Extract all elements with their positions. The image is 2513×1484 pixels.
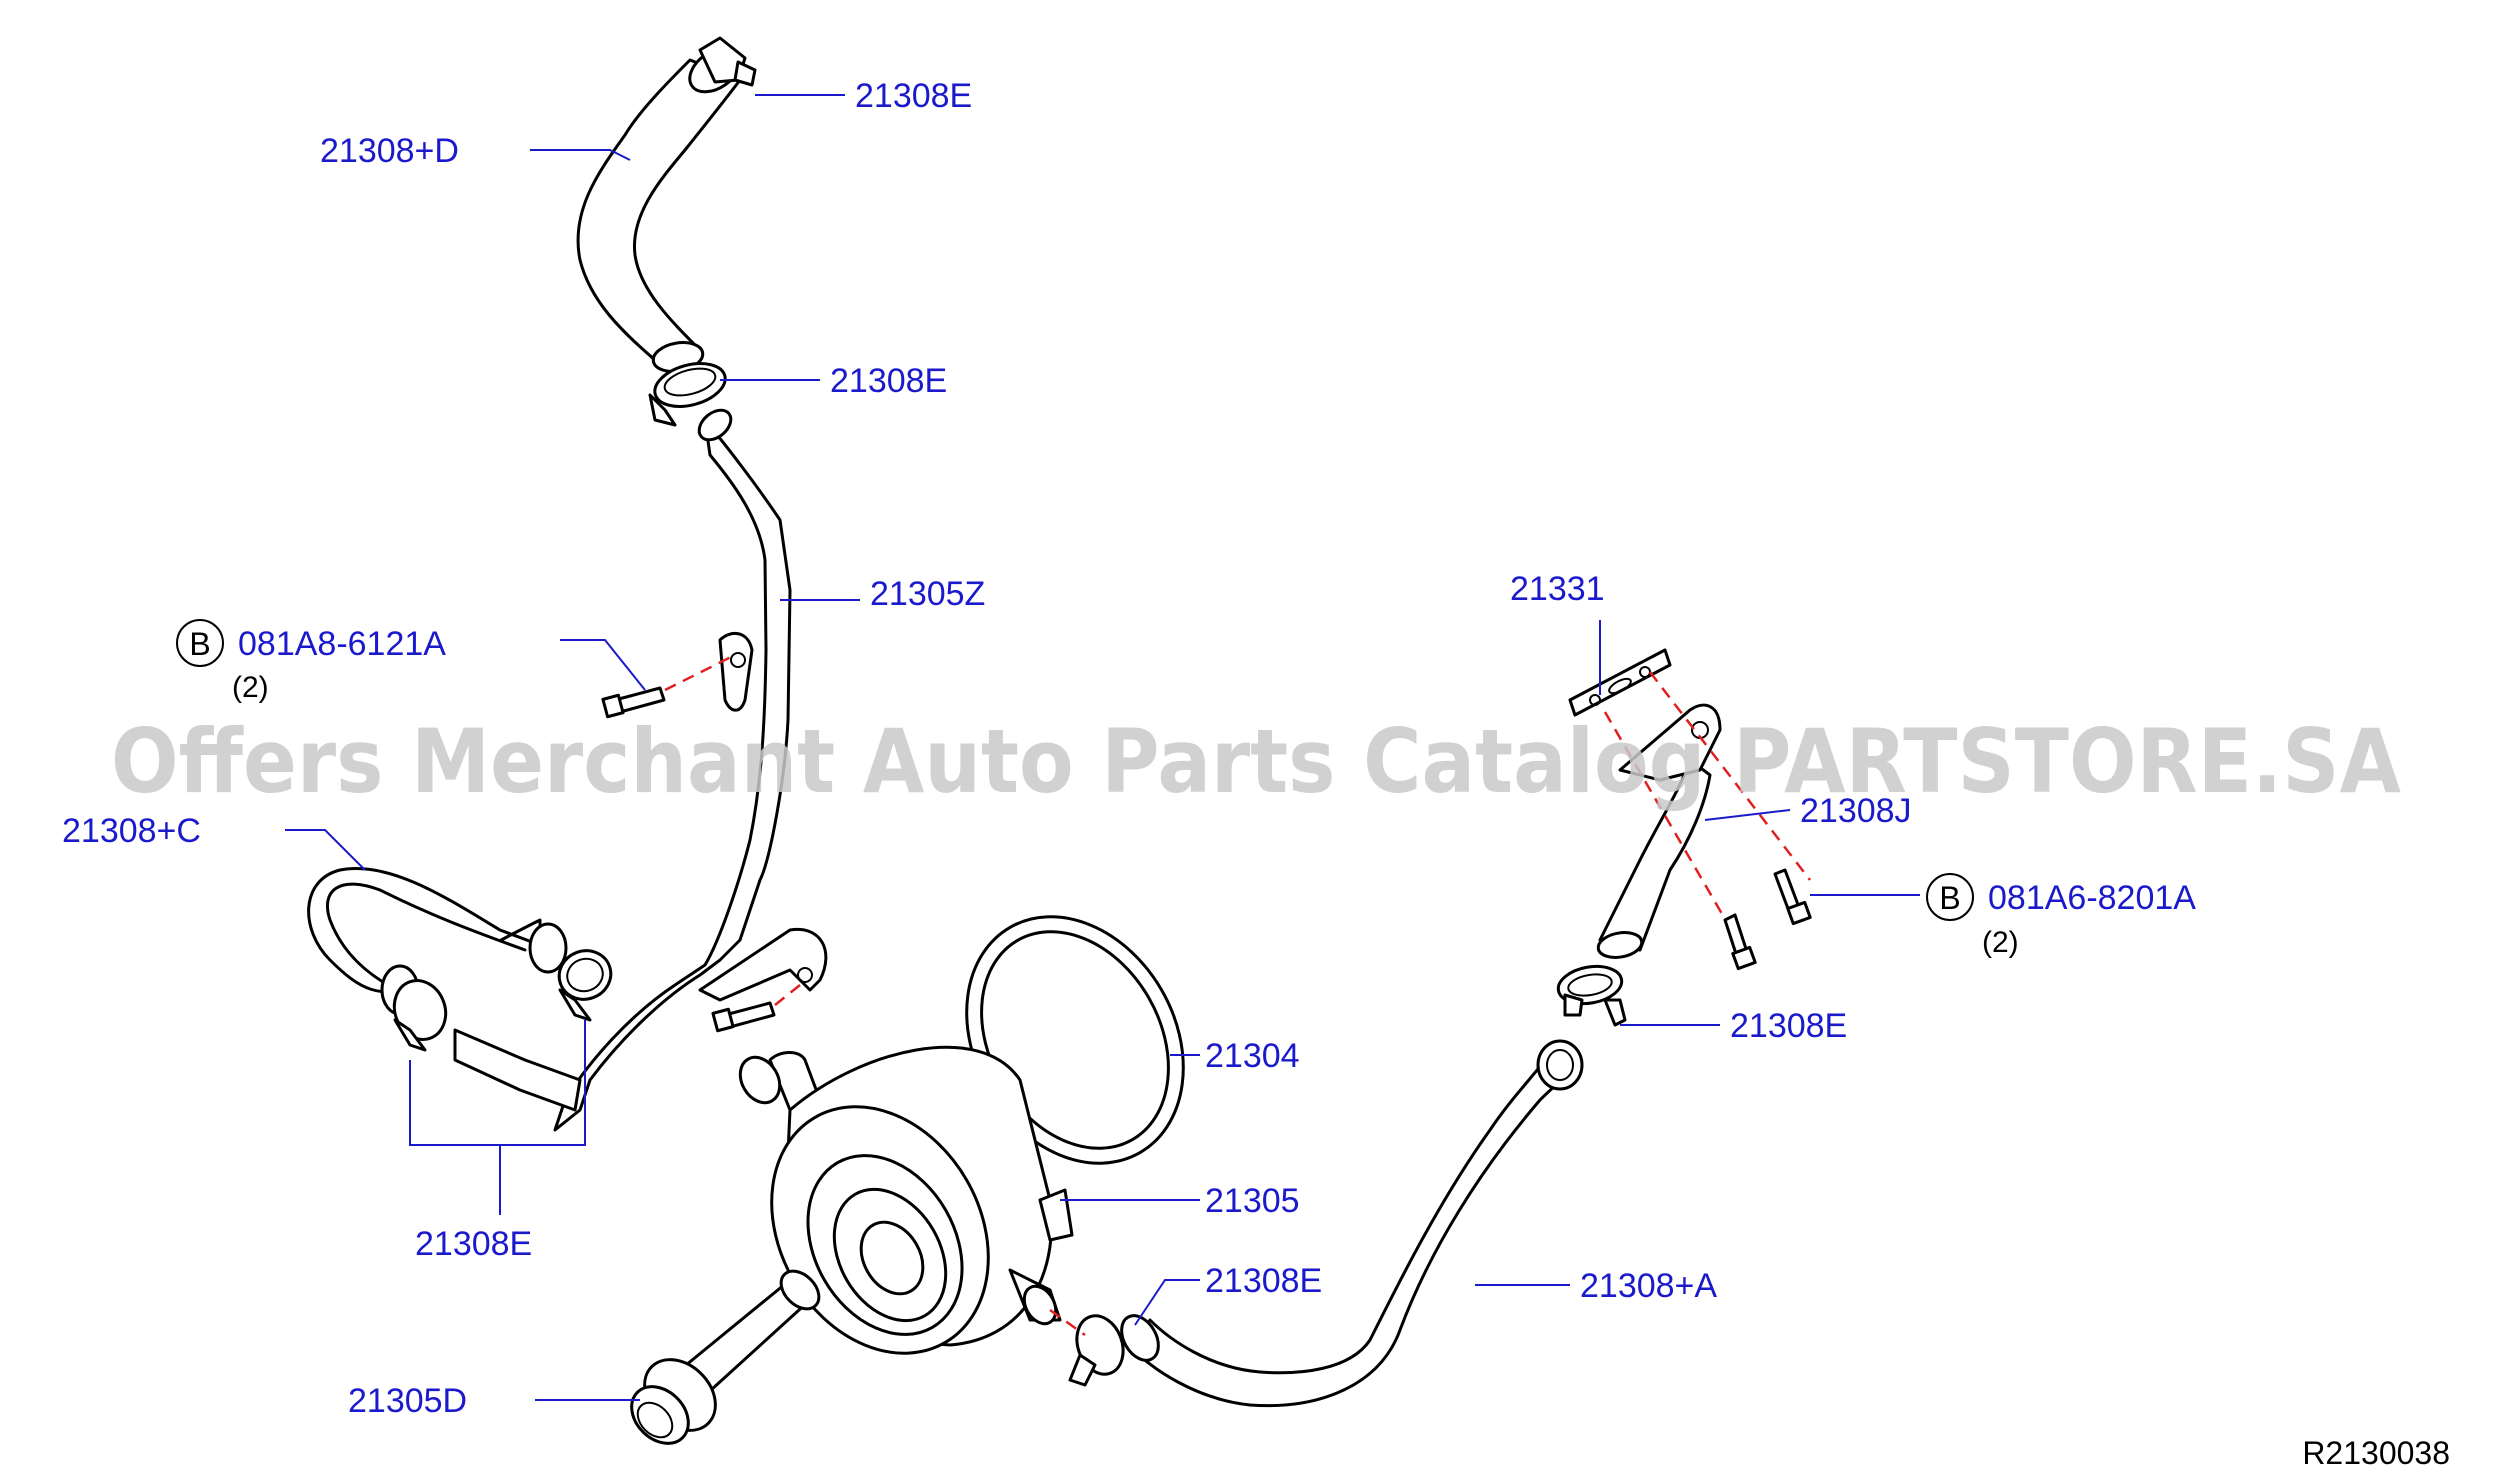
qty-081a8-6121a: (2) — [232, 671, 269, 704]
callout-21308j[interactable]: 21308J — [1800, 792, 1912, 830]
callout-bolt-right-group[interactable]: B 081A6-8201A (2) — [1926, 873, 2196, 959]
callout-21331[interactable]: 21331 — [1510, 570, 1605, 608]
clamp-mid — [648, 362, 727, 427]
bolt-right-2 — [1773, 868, 1812, 926]
callout-bolt-left-group[interactable]: B 081A8-6121A (2) — [176, 619, 446, 704]
callout-21308e-cooler[interactable]: 21308E — [1205, 1262, 1322, 1300]
diagram-reference: R2130038 — [2302, 1435, 2450, 1471]
callout-21308e-top[interactable]: 21308E — [855, 77, 972, 115]
callout-21308-c[interactable]: 21308+C — [62, 812, 201, 850]
leader-lines — [285, 94, 1920, 1401]
bolt-right-1 — [1723, 913, 1757, 971]
pipe-21305z — [553, 408, 828, 1132]
callout-081a8-6121a[interactable]: 081A8-6121A — [238, 625, 446, 663]
badge-b: B — [1939, 880, 1960, 916]
badge-circle — [1926, 873, 1974, 921]
plug-21305d — [630, 1269, 821, 1445]
badge-b: B — [189, 626, 210, 662]
callout-21308-d[interactable]: 21308+D — [320, 132, 459, 170]
clamp-c2 — [557, 949, 613, 1022]
callout-21305z[interactable]: 21305Z — [870, 575, 985, 613]
callout-21308e-left[interactable]: 21308E — [415, 1225, 532, 1263]
bolt-left — [601, 686, 666, 719]
callout-21308e-right[interactable]: 21308E — [1730, 1007, 1847, 1045]
callout-21304[interactable]: 21304 — [1205, 1037, 1300, 1075]
hose-21308-d — [576, 46, 742, 373]
badge-circle — [176, 619, 224, 667]
clamp-right — [1556, 964, 1627, 1027]
callout-21308-a[interactable]: 21308+A — [1580, 1267, 1717, 1305]
callout-21308e-mid[interactable]: 21308E — [830, 362, 947, 400]
callout-081a6-8201a[interactable]: 081A6-8201A — [1988, 879, 2196, 917]
oil-cooler-21305 — [738, 1045, 1074, 1355]
gasket-21331 — [1568, 648, 1672, 717]
callout-21305[interactable]: 21305 — [1205, 1182, 1300, 1220]
watermark-text: Offers Merchant Auto Parts Catalog PARTS… — [111, 710, 2401, 813]
clamp-cooler — [1068, 1314, 1125, 1387]
clamp-c1 — [392, 979, 448, 1052]
bolt-lower — [711, 1001, 776, 1033]
hose-21308-a — [1120, 1039, 1584, 1408]
clamp-top — [698, 36, 757, 87]
pipe-21308j — [1596, 703, 1722, 959]
qty-081a6-8201a: (2) — [1982, 926, 2019, 959]
hose-21308-c — [307, 867, 582, 1112]
callout-21305d[interactable]: 21305D — [348, 1382, 467, 1420]
